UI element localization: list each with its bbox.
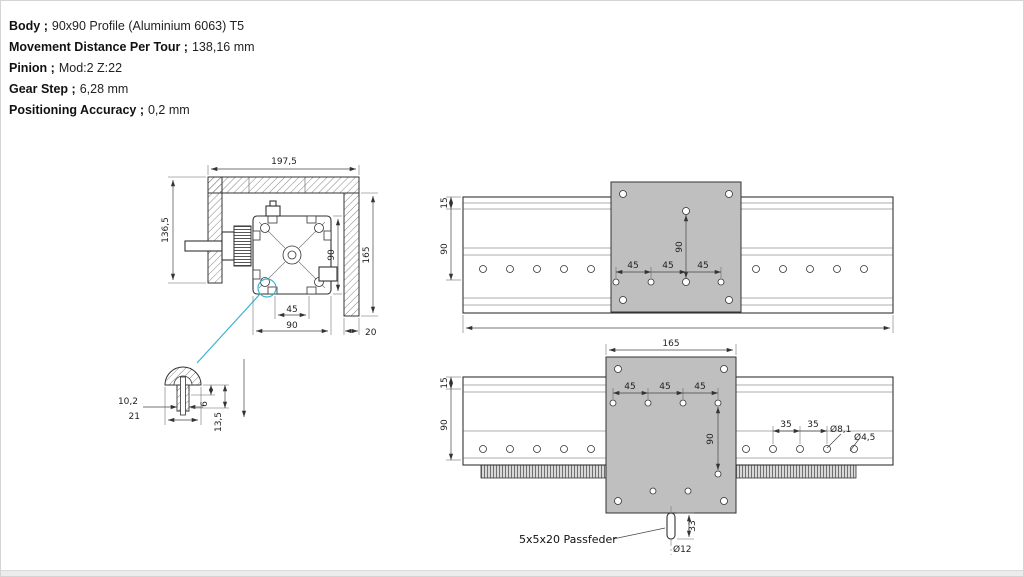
spec-value: 90x90 Profile (Aluminium 6063) T5 <box>51 19 245 33</box>
corner-hole <box>260 223 270 233</box>
dim-label-rail-pitch-2: 35 <box>807 420 818 430</box>
dim-label-height-left: 136,5 <box>161 217 171 243</box>
spec-gear-step: Gear Step ;6,28 mm <box>9 82 255 96</box>
dim-label-side-pitch-2: 45 <box>659 382 670 392</box>
dim-label-side-rail-height: 90 <box>440 419 450 431</box>
passfeder-key <box>666 512 676 540</box>
dim-label-top-pitch-2: 45 <box>662 261 673 271</box>
dim-label-detail-d: 13,5 <box>214 412 224 432</box>
dim-label-plate-length: 165 <box>662 339 679 349</box>
dim-label-top-hole-span: 90 <box>675 241 685 253</box>
t-slot <box>267 215 278 224</box>
detail-callout-circle <box>257 278 277 298</box>
dim-label-slot-spacing: 45 <box>286 305 297 315</box>
dim-label-detail-c: 6 <box>200 401 210 407</box>
front-view-drawing: 197,5 <box>161 157 378 364</box>
right-plate <box>343 192 360 317</box>
dim-label-plate-thickness: 20 <box>365 328 377 338</box>
spec-value: 138,16 mm <box>191 40 255 54</box>
t-slot <box>252 269 261 280</box>
t-slot <box>306 286 317 295</box>
dim-label-front-width: 197,5 <box>271 157 297 167</box>
spec-value: 0,2 mm <box>147 103 190 117</box>
spec-value: Mod:2 Z:22 <box>58 61 123 75</box>
spec-movement: Movement Distance Per Tour ;138,16 mm <box>9 40 255 54</box>
spec-pinion: Pinion ;Mod:2 Z:22 <box>9 61 255 75</box>
dim-label-top-pitch-3: 45 <box>697 261 708 271</box>
dim-label-dia-small: Ø4,5 <box>854 432 875 443</box>
dim-label-side-hole-span: 90 <box>706 433 716 445</box>
spec-label: Gear Step ; <box>9 82 76 96</box>
corner-hole <box>314 223 324 233</box>
dim-label-dia-large: Ø8,1 <box>830 424 851 435</box>
mount-block <box>318 266 338 282</box>
spec-accuracy: Positioning Accuracy ;0,2 mm <box>9 103 255 117</box>
spec-label: Pinion ; <box>9 61 55 75</box>
dim-label-height-right: 165 <box>362 246 372 263</box>
dim-label-profile-height: 90 <box>327 249 337 261</box>
top-plate <box>207 176 360 194</box>
spec-label: Positioning Accuracy ; <box>9 103 144 117</box>
t-nut-tab <box>265 205 281 217</box>
side-view-drawing: 165 45 45 45 90 15 90 <box>440 339 894 555</box>
horizontal-scrollbar[interactable] <box>1 570 1023 576</box>
dim-label-top-pitch-1: 45 <box>627 261 638 271</box>
detail-view-drawing: 10,2 21 6 13,5 <box>118 359 247 432</box>
t-slot <box>306 215 317 224</box>
spec-list: Body ;90x90 Profile (Aluminium 6063) T5 … <box>9 19 255 124</box>
dim-label-top-rail-width: 90 <box>440 243 450 255</box>
spec-label: Body ; <box>9 19 48 33</box>
passfeder-leader <box>612 527 666 540</box>
spec-label: Movement Distance Per Tour ; <box>9 40 188 54</box>
top-view-drawing: 90 45 45 45 15 90 <box>440 181 894 333</box>
center-bore-inner <box>287 250 297 260</box>
dim-label-detail-a: 10,2 <box>118 397 138 407</box>
detail-leader <box>196 293 261 364</box>
t-slot <box>323 230 332 241</box>
passfeder-label: 5x5x20 Passfeder <box>519 533 617 546</box>
t-slot <box>267 286 278 295</box>
coupling <box>221 231 235 261</box>
pinion-gear <box>233 225 252 267</box>
motor-shaft <box>184 240 223 252</box>
detail-slot <box>180 376 186 416</box>
dim-label-profile-width: 90 <box>286 321 298 331</box>
dim-label-side-pitch-1: 45 <box>624 382 635 392</box>
spec-body: Body ;90x90 Profile (Aluminium 6063) T5 <box>9 19 255 33</box>
dim-label-top-edge-offset: 15 <box>440 197 450 208</box>
dim-label-shaft-dia: Ø12 <box>673 544 692 555</box>
dim-label-side-edge-offset: 15 <box>440 377 450 388</box>
dim-label-side-pitch-3: 45 <box>694 382 705 392</box>
dim-label-key-offset: 33 <box>688 520 698 531</box>
t-nut-tab-top <box>269 200 277 207</box>
dim-label-rail-pitch-1: 35 <box>780 420 791 430</box>
left-plate <box>207 176 223 284</box>
carriage-plate-top <box>610 181 742 313</box>
spec-value: 6,28 mm <box>79 82 129 96</box>
dim-label-detail-b: 21 <box>129 412 140 422</box>
t-slot <box>252 230 261 241</box>
carriage-plate-side <box>605 356 737 514</box>
